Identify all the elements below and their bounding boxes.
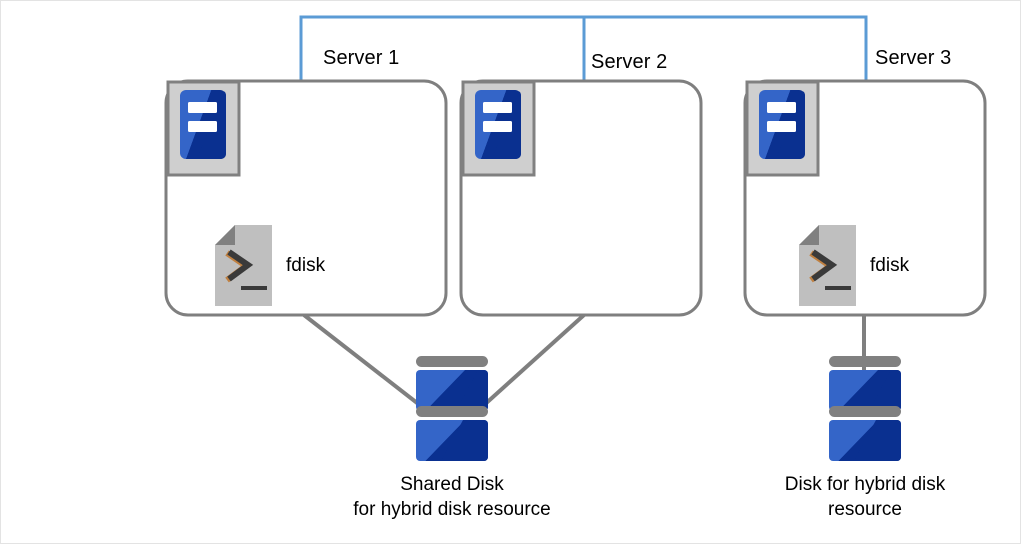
server-label-2: Server 2: [591, 51, 668, 73]
disk-stack-icon: [416, 356, 488, 461]
shared-disk-caption-line2: for hybrid disk resource: [353, 499, 551, 520]
fdisk-label-server-1: fdisk: [286, 255, 326, 276]
connector-server1-shared-disk: [302, 313, 423, 408]
disk-stack-icon: [829, 356, 901, 461]
disk-connector-lines: [302, 313, 866, 408]
local-disk-caption-line2: resource: [828, 499, 902, 520]
server-label-1: Server 1: [323, 47, 400, 69]
server-icon: [461, 80, 536, 177]
server-label-3: Server 3: [875, 47, 952, 69]
terminal-script-icon: [215, 225, 272, 306]
fdisk-label-server-3: fdisk: [870, 255, 910, 276]
shared-disk-caption-line1: Shared Disk: [400, 474, 504, 495]
interconnect-network-line: [299, 15, 868, 81]
server-icon: [166, 80, 241, 177]
terminal-script-icon: [799, 225, 856, 306]
connector-server2-shared-disk: [481, 313, 586, 408]
local-disk-caption-line1: Disk for hybrid disk: [784, 474, 946, 495]
server-icon: [745, 80, 820, 177]
